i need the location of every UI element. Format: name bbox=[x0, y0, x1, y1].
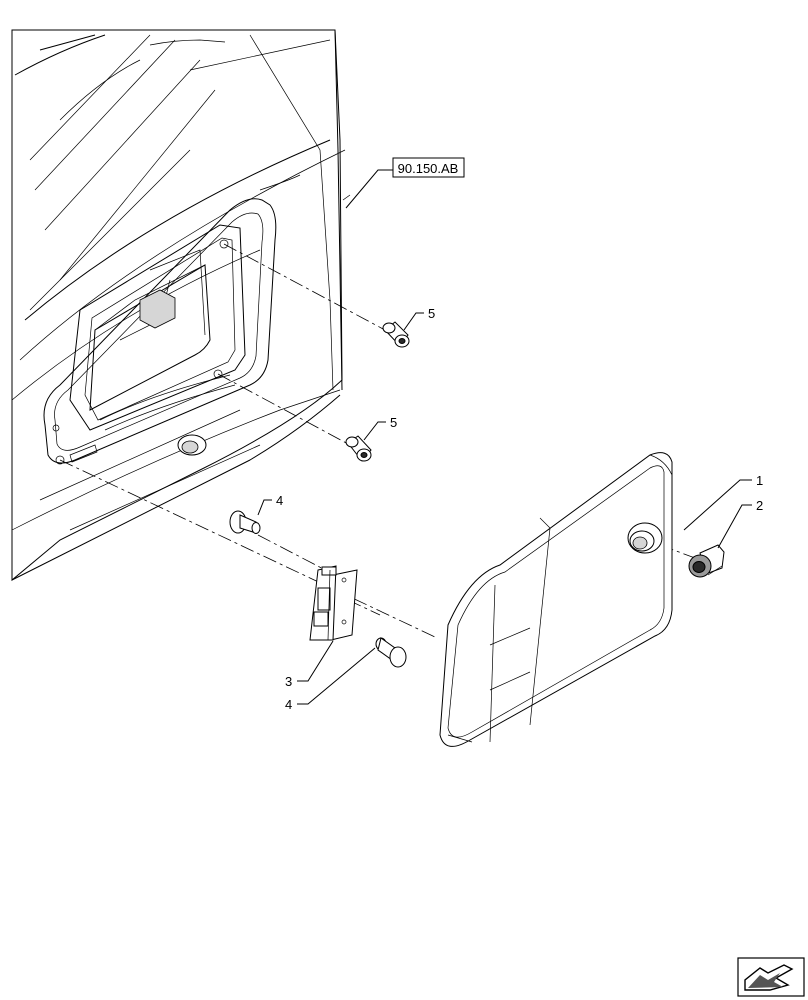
reference-callout[interactable]: 90.150.AB bbox=[345, 157, 465, 209]
callout-5-lower-label: 5 bbox=[390, 415, 397, 430]
rivet-upper[interactable] bbox=[229, 510, 261, 534]
knob[interactable] bbox=[688, 544, 725, 578]
door-cover[interactable] bbox=[439, 452, 673, 747]
hinge[interactable] bbox=[309, 565, 358, 641]
reference-label: 90.150.AB bbox=[398, 161, 459, 176]
callout-4-upper-label: 4 bbox=[276, 493, 283, 508]
callout-2-label: 2 bbox=[756, 498, 763, 513]
callout-5-upper[interactable]: 5 bbox=[403, 306, 435, 331]
reference-leader bbox=[345, 169, 393, 209]
callout-4-upper[interactable]: 4 bbox=[257, 493, 283, 516]
callout-4-lower-label: 4 bbox=[285, 697, 292, 712]
rivet-lower[interactable] bbox=[375, 637, 407, 668]
callout-1[interactable]: 1 bbox=[683, 473, 763, 531]
callout-3-label: 3 bbox=[285, 674, 292, 689]
callout-4-lower[interactable]: 4 bbox=[285, 647, 376, 712]
callout-3[interactable]: 3 bbox=[285, 640, 334, 689]
reference-box bbox=[392, 157, 465, 178]
next-page-arrow-icon[interactable] bbox=[737, 957, 805, 997]
nut-upper[interactable] bbox=[382, 321, 410, 348]
callout-5-lower[interactable]: 5 bbox=[363, 415, 397, 441]
cab-body-panel bbox=[11, 29, 351, 582]
nut-lower[interactable] bbox=[345, 435, 372, 462]
callout-2[interactable]: 2 bbox=[717, 498, 763, 549]
callout-5-upper-label: 5 bbox=[428, 306, 435, 321]
callout-1-label: 1 bbox=[756, 473, 763, 488]
